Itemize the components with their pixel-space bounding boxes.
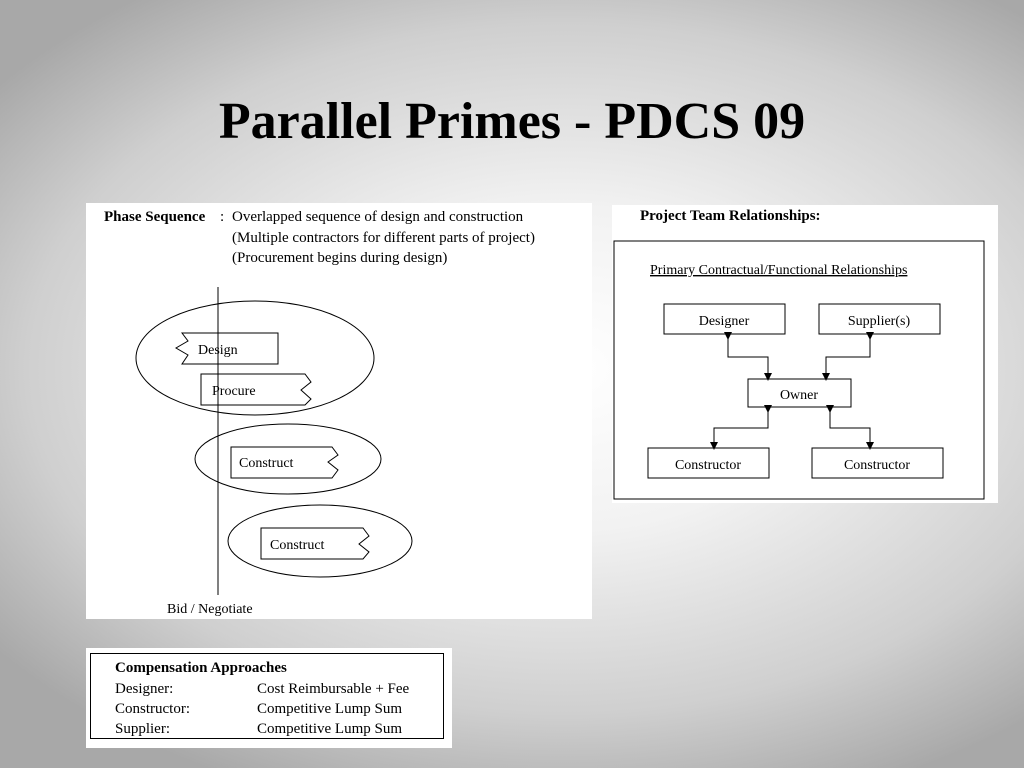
relationships-frame bbox=[613, 240, 985, 500]
designer-node-label: Designer bbox=[699, 314, 750, 329]
owner-constructor-left-connector bbox=[710, 405, 772, 450]
compensation-row: Designer: Cost Reimbursable + Fee bbox=[115, 681, 409, 698]
phase-sequence-panel: Phase Sequence : Overlapped sequence of … bbox=[86, 203, 592, 619]
designer-node bbox=[663, 303, 786, 335]
relationships-subheading: Primary Contractual/Functional Relations… bbox=[650, 263, 907, 278]
compensation-role: Supplier: bbox=[115, 721, 170, 737]
owner-node-label: Owner bbox=[780, 388, 818, 403]
owner-node bbox=[747, 378, 852, 408]
phase-sequence-label: Phase Sequence bbox=[104, 209, 206, 225]
suppliers-owner-connector bbox=[822, 332, 874, 381]
bid-negotiate-label: Bid / Negotiate bbox=[167, 602, 253, 617]
construct-1-stage-shape bbox=[230, 446, 339, 479]
constructor-left-node bbox=[647, 447, 770, 479]
compensation-method: Competitive Lump Sum bbox=[257, 721, 402, 737]
compensation-role: Constructor: bbox=[115, 701, 190, 717]
owner-constructor-right-connector bbox=[826, 405, 874, 450]
compensation-role: Designer: bbox=[115, 681, 174, 697]
phase-description-line-2: (Multiple contractors for different part… bbox=[232, 230, 535, 246]
construct-2-group-ellipse bbox=[227, 504, 413, 578]
phase-description-line-1: Overlapped sequence of design and constr… bbox=[232, 209, 524, 225]
compensation-panel: Compensation Approaches Designer: Cost Re… bbox=[86, 648, 452, 748]
compensation-method: Cost Reimbursable + Fee bbox=[257, 681, 410, 697]
construct-1-group-ellipse bbox=[194, 423, 382, 495]
suppliers-node-label: Supplier(s) bbox=[848, 314, 911, 329]
project-team-heading: Project Team Relationships: bbox=[640, 208, 821, 224]
suppliers-node bbox=[818, 303, 941, 335]
compensation-box: Compensation Approaches Designer: Cost Re… bbox=[90, 653, 444, 739]
design-stage-shape bbox=[175, 332, 279, 365]
constructor-right-node-label: Constructor bbox=[844, 458, 910, 473]
slide-title: Parallel Primes - PDCS 09 bbox=[218, 93, 806, 150]
procure-stage-label: Procure bbox=[212, 384, 256, 399]
construct-1-stage-label: Construct bbox=[239, 456, 294, 471]
construct-2-stage-shape bbox=[260, 527, 370, 560]
construct-2-stage-label: Construct bbox=[270, 538, 325, 553]
project-team-panel: Project Team Relationships: Primary Cont… bbox=[612, 205, 998, 503]
constructor-left-node-label: Constructor bbox=[675, 458, 741, 473]
phase-sequence-colon: : bbox=[220, 209, 225, 225]
design-procure-group-ellipse bbox=[135, 300, 375, 416]
compensation-row: Constructor: Competitive Lump Sum bbox=[115, 701, 402, 718]
phase-sequence-diagram: Design Procure Construct Construct Bid /… bbox=[135, 287, 413, 617]
project-team-diagram: Primary Contractual/Functional Relations… bbox=[613, 240, 985, 500]
designer-owner-connector bbox=[724, 332, 772, 381]
phase-description-line-3: (Procurement begins during design) bbox=[232, 250, 448, 266]
constructor-right-node bbox=[811, 447, 944, 479]
compensation-row: Supplier: Competitive Lump Sum bbox=[115, 721, 402, 738]
compensation-method: Competitive Lump Sum bbox=[257, 701, 402, 717]
compensation-heading: Compensation Approaches bbox=[115, 660, 287, 676]
